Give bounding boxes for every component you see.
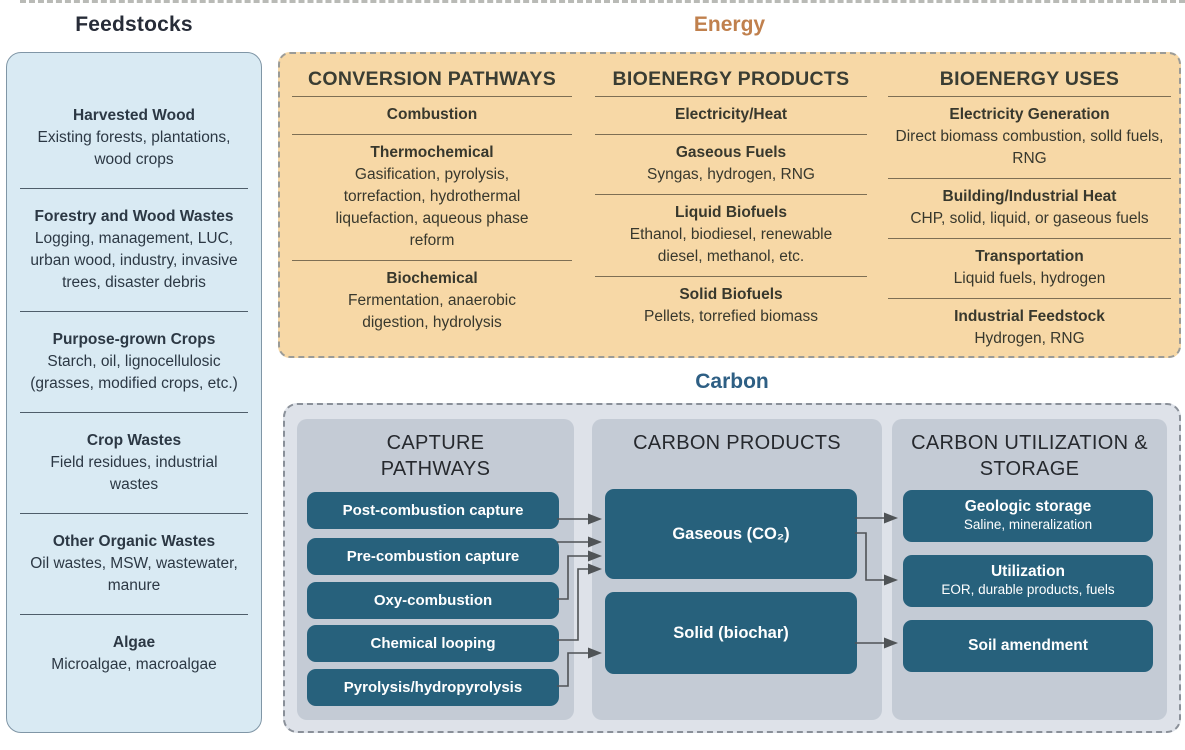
feedstock-name: Other Organic Wastes [52,533,216,550]
entry-solid-biofuels: Solid Biofuels Pellets, torrefied biomas… [595,277,867,336]
node-chemical-looping: Chemical looping [307,625,559,662]
entry-detail: Fermentation, anaerobic digestion, hydro… [347,292,516,331]
entry-name: Electricity Generation [949,106,1110,123]
entry-detail: Ethanol, biodiesel, renewable diesel, me… [629,226,833,265]
feedstock-name: Algae [112,634,156,651]
feedstock-detail: Oil wastes, MSW, wastewater, manure [30,555,238,594]
entry-detail: Pellets, torrefied biomass [643,308,819,325]
entry-name: Gaseous Fuels [675,144,787,161]
feedstock-name: Purpose-grown Crops [52,331,216,348]
node-detail: EOR, durable products, fuels [941,582,1115,597]
column-header: BIOENERGY PRODUCTS [595,68,867,97]
entry-detail: Hydrogen, RNG [974,330,1085,347]
node-title: Soil amendment [968,637,1088,654]
divider [20,513,248,514]
node-soil-amendment: Soil amendment [903,620,1153,672]
entry-thermochemical: Thermochemical Gasification, pyrolysis, … [292,135,572,261]
node-geologic-storage: Geologic storage Saline, mineralization [903,490,1153,542]
feedstock-group-purpose-grown-crops: Purpose-grown Crops Starch, oil, lignoce… [7,321,261,403]
panel-header: CARBON PRODUCTS [633,432,841,454]
entry-transportation: Transportation Liquid fuels, hydrogen [888,239,1171,299]
node-gaseous-co2: Gaseous (CO₂) [605,489,857,579]
node-title: Geologic storage [964,498,1092,515]
divider [20,188,248,189]
entry-biochemical: Biochemical Fermentation, anaerobic dige… [292,261,572,342]
entry-name: Transportation [975,248,1084,265]
feedstock-detail: Field residues, industrial wastes [50,454,218,493]
column-header: BIOENERGY USES [888,68,1171,97]
feedstock-name: Crop Wastes [86,432,182,449]
entry-detail: CHP, solid, liquid, or gaseous fuels [910,210,1149,227]
feedstock-group-harvested-wood: Harvested Wood Existing forests, plantat… [7,97,261,179]
feedstock-name: Harvested Wood [72,107,196,124]
entry-building-industrial-heat: Building/Industrial Heat CHP, solid, liq… [888,179,1171,239]
node-pyrolysis-hydropyrolysis: Pyrolysis/hydropyrolysis [307,669,559,706]
conversion-pathways-column: CONVERSION PATHWAYS Combustion Thermoche… [292,68,572,342]
feedstock-detail: Logging, management, LUC, urban wood, in… [30,230,238,291]
node-pre-combustion-capture: Pre-combustion capture [307,538,559,575]
bioenergy-uses-column: BIOENERGY USES Electricity Generation Di… [888,68,1171,358]
panel-header: CARBON UTILIZATION & STORAGE [911,432,1148,480]
node-post-combustion-capture: Post-combustion capture [307,492,559,529]
entry-detail: Liquid fuels, hydrogen [953,270,1106,287]
carbon-heading: Carbon [695,370,769,393]
feedstock-detail: Starch, oil, lignocellulosic (grasses, m… [30,353,238,392]
carbon-utilization-storage-panel: CARBON UTILIZATION & STORAGE Geologic st… [892,419,1167,720]
feedstock-group-forestry-wood-wastes: Forestry and Wood Wastes Logging, manage… [7,198,261,302]
carbon-panel: CAPTURE PATHWAYS Post-combustion capture… [283,403,1181,733]
entry-industrial-feedstock: Industrial Feedstock Hydrogen, RNG [888,299,1171,358]
entry-detail: Syngas, hydrogen, RNG [646,166,815,183]
feedstocks-heading: Feedstocks [75,13,193,36]
feedstock-detail: Existing forests, plantations, wood crop… [37,129,231,168]
feedstock-group-algae: Algae Microalgae, macroalgae [7,624,261,684]
feedstock-group-other-organic-wastes: Other Organic Wastes Oil wastes, MSW, wa… [7,523,261,605]
entry-detail: Gasification, pyrolysis, torrefaction, h… [335,166,529,249]
node-detail: Saline, mineralization [963,517,1093,532]
column-header: CONVERSION PATHWAYS [292,68,572,97]
carbon-products-panel: CARBON PRODUCTS Gaseous (CO₂) Solid (bio… [592,419,882,720]
entry-liquid-biofuels: Liquid Biofuels Ethanol, biodiesel, rene… [595,195,867,277]
node-solid-biochar: Solid (biochar) [605,592,857,674]
entry-electricity-generation: Electricity Generation Direct biomass co… [888,97,1171,179]
entry-name: Liquid Biofuels [675,204,787,221]
entry-name: Electricity/Heat [675,106,787,123]
energy-panel: CONVERSION PATHWAYS Combustion Thermoche… [278,52,1181,358]
entry-name: Industrial Feedstock [954,308,1105,325]
feedstock-name: Forestry and Wood Wastes [34,208,234,225]
node-title: Utilization [990,563,1066,580]
feedstock-group-crop-wastes: Crop Wastes Field residues, industrial w… [7,422,261,504]
feedstock-detail: Microalgae, macroalgae [51,656,217,673]
panel-header: CAPTURE PATHWAYS [380,432,491,480]
entry-electricity-heat: Electricity/Heat [595,97,867,135]
entry-name: Combustion [386,106,478,123]
divider [20,614,248,615]
top-dashed-border [20,0,1185,3]
energy-heading: Energy [693,13,766,36]
divider [20,311,248,312]
entry-detail: Direct biomass combustion, solld fuels, … [895,128,1164,167]
entry-name: Thermochemical [370,144,494,161]
divider [20,412,248,413]
bioenergy-products-column: BIOENERGY PRODUCTS Electricity/Heat Gase… [595,68,867,336]
node-utilization: Utilization EOR, durable products, fuels [903,555,1153,607]
entry-name: Building/Industrial Heat [942,188,1117,205]
entry-name: Biochemical [386,270,478,287]
entry-name: Solid Biofuels [679,286,783,303]
feedstocks-panel: Harvested Wood Existing forests, plantat… [6,52,262,733]
entry-combustion: Combustion [292,97,572,135]
capture-pathways-panel: CAPTURE PATHWAYS Post-combustion capture… [297,419,574,720]
entry-gaseous-fuels: Gaseous Fuels Syngas, hydrogen, RNG [595,135,867,195]
node-oxy-combustion: Oxy-combustion [307,582,559,619]
